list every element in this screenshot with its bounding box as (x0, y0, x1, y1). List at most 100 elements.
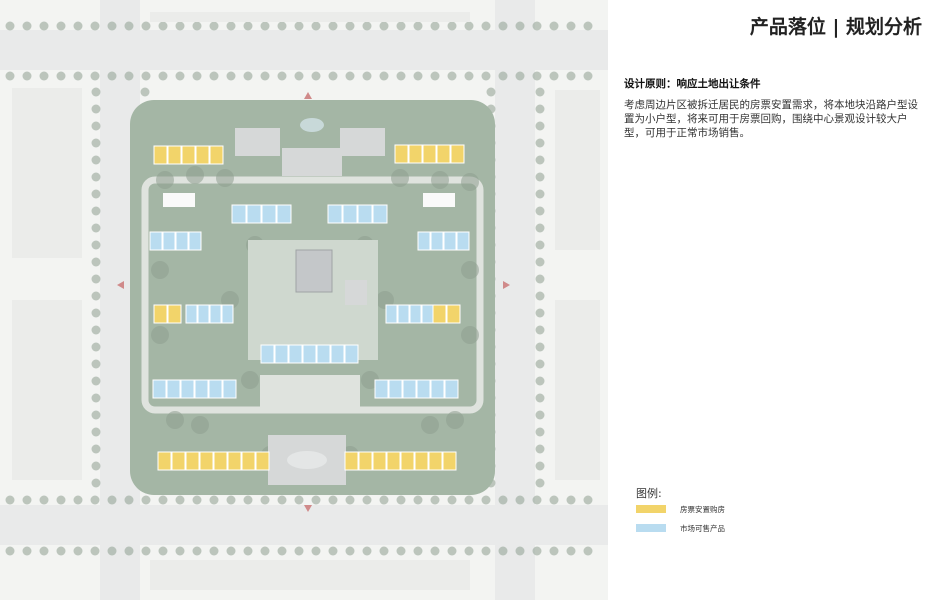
tree-icon (498, 495, 508, 505)
tree-icon (277, 546, 287, 556)
tree-icon (91, 376, 101, 386)
tree-icon (91, 189, 101, 199)
tree-icon (535, 291, 545, 301)
tree-icon (5, 71, 15, 81)
tree-icon (535, 87, 545, 97)
tree-icon (91, 257, 101, 267)
tree-icon (413, 71, 423, 81)
tree-icon (260, 71, 270, 81)
tree-icon (5, 495, 15, 505)
resettlement-building (394, 144, 409, 164)
tree-icon (362, 495, 372, 505)
market-building (416, 379, 431, 399)
tree-icon (328, 21, 338, 31)
neighbor-block (150, 12, 470, 22)
tree-icon (535, 104, 545, 114)
tree-icon (91, 393, 101, 403)
market-building (330, 344, 345, 364)
tree-icon (91, 172, 101, 182)
tree-icon (226, 21, 236, 31)
tree-icon (515, 546, 525, 556)
tree-icon (535, 376, 545, 386)
tree-icon (90, 546, 100, 556)
tree-icon (566, 21, 576, 31)
tree-icon (90, 21, 100, 31)
tree-icon (498, 546, 508, 556)
tree-icon (73, 71, 83, 81)
tree-icon (396, 21, 406, 31)
market-building (388, 379, 403, 399)
tree-icon (124, 71, 134, 81)
amenity-building-nw (235, 128, 280, 156)
entrance-east-icon (503, 281, 510, 289)
tree-icon (535, 206, 545, 216)
tree-icon (91, 121, 101, 131)
resettlement-building (167, 145, 182, 165)
tree-icon (39, 21, 49, 31)
market-building (209, 304, 222, 324)
tree-icon (515, 495, 525, 505)
tree-icon (277, 21, 287, 31)
tree-icon (481, 21, 491, 31)
tree-icon (515, 71, 525, 81)
resettlement-building (432, 304, 447, 324)
market-building (188, 231, 202, 251)
tree-icon (158, 495, 168, 505)
market-building (302, 344, 317, 364)
tree-icon (535, 427, 545, 437)
tree-icon (91, 104, 101, 114)
tree-icon (91, 274, 101, 284)
tree-icon (91, 87, 101, 97)
tree-icon (447, 546, 457, 556)
landscape-tree-icon (241, 371, 259, 389)
tree-icon (549, 71, 559, 81)
landscape-tree-icon (461, 173, 479, 191)
tree-icon (430, 21, 440, 31)
resettlement-building (167, 304, 182, 324)
small-building (423, 193, 455, 207)
market-building (166, 379, 181, 399)
legend-title: 图例: (636, 487, 662, 500)
market-building (344, 344, 359, 364)
tree-icon (175, 21, 185, 31)
market-building (276, 204, 292, 224)
tree-icon (107, 546, 117, 556)
tree-icon (345, 546, 355, 556)
tree-icon (226, 71, 236, 81)
tree-icon (243, 495, 253, 505)
tree-icon (209, 495, 219, 505)
tree-icon (481, 71, 491, 81)
tree-icon (91, 478, 101, 488)
tree-icon (90, 71, 100, 81)
tree-icon (535, 410, 545, 420)
tree-icon (141, 71, 151, 81)
small-building (345, 280, 367, 305)
market-building (456, 231, 470, 251)
market-building (231, 204, 247, 224)
tree-icon (91, 308, 101, 318)
tree-icon (158, 21, 168, 31)
tree-icon (56, 495, 66, 505)
tree-icon (243, 21, 253, 31)
entrance-west-icon (117, 281, 124, 289)
market-building (430, 231, 444, 251)
tree-icon (413, 21, 423, 31)
tree-icon (498, 21, 508, 31)
resettlement-building (181, 145, 196, 165)
page-title: 产品落位 | 规划分析 (749, 16, 922, 38)
tree-icon (73, 21, 83, 31)
tree-icon (124, 495, 134, 505)
tree-icon (362, 21, 372, 31)
tree-icon (535, 172, 545, 182)
tree-icon (91, 359, 101, 369)
resettlement-building (199, 451, 214, 471)
resettlement-building (255, 451, 270, 471)
tree-icon (447, 21, 457, 31)
neighbor-block (555, 300, 600, 480)
tree-icon (447, 495, 457, 505)
tree-icon (294, 495, 304, 505)
tree-icon (56, 71, 66, 81)
legend-item-market: 市场可售产品 (636, 522, 725, 534)
resettlement-building (344, 451, 359, 471)
landscape-tree-icon (151, 326, 169, 344)
